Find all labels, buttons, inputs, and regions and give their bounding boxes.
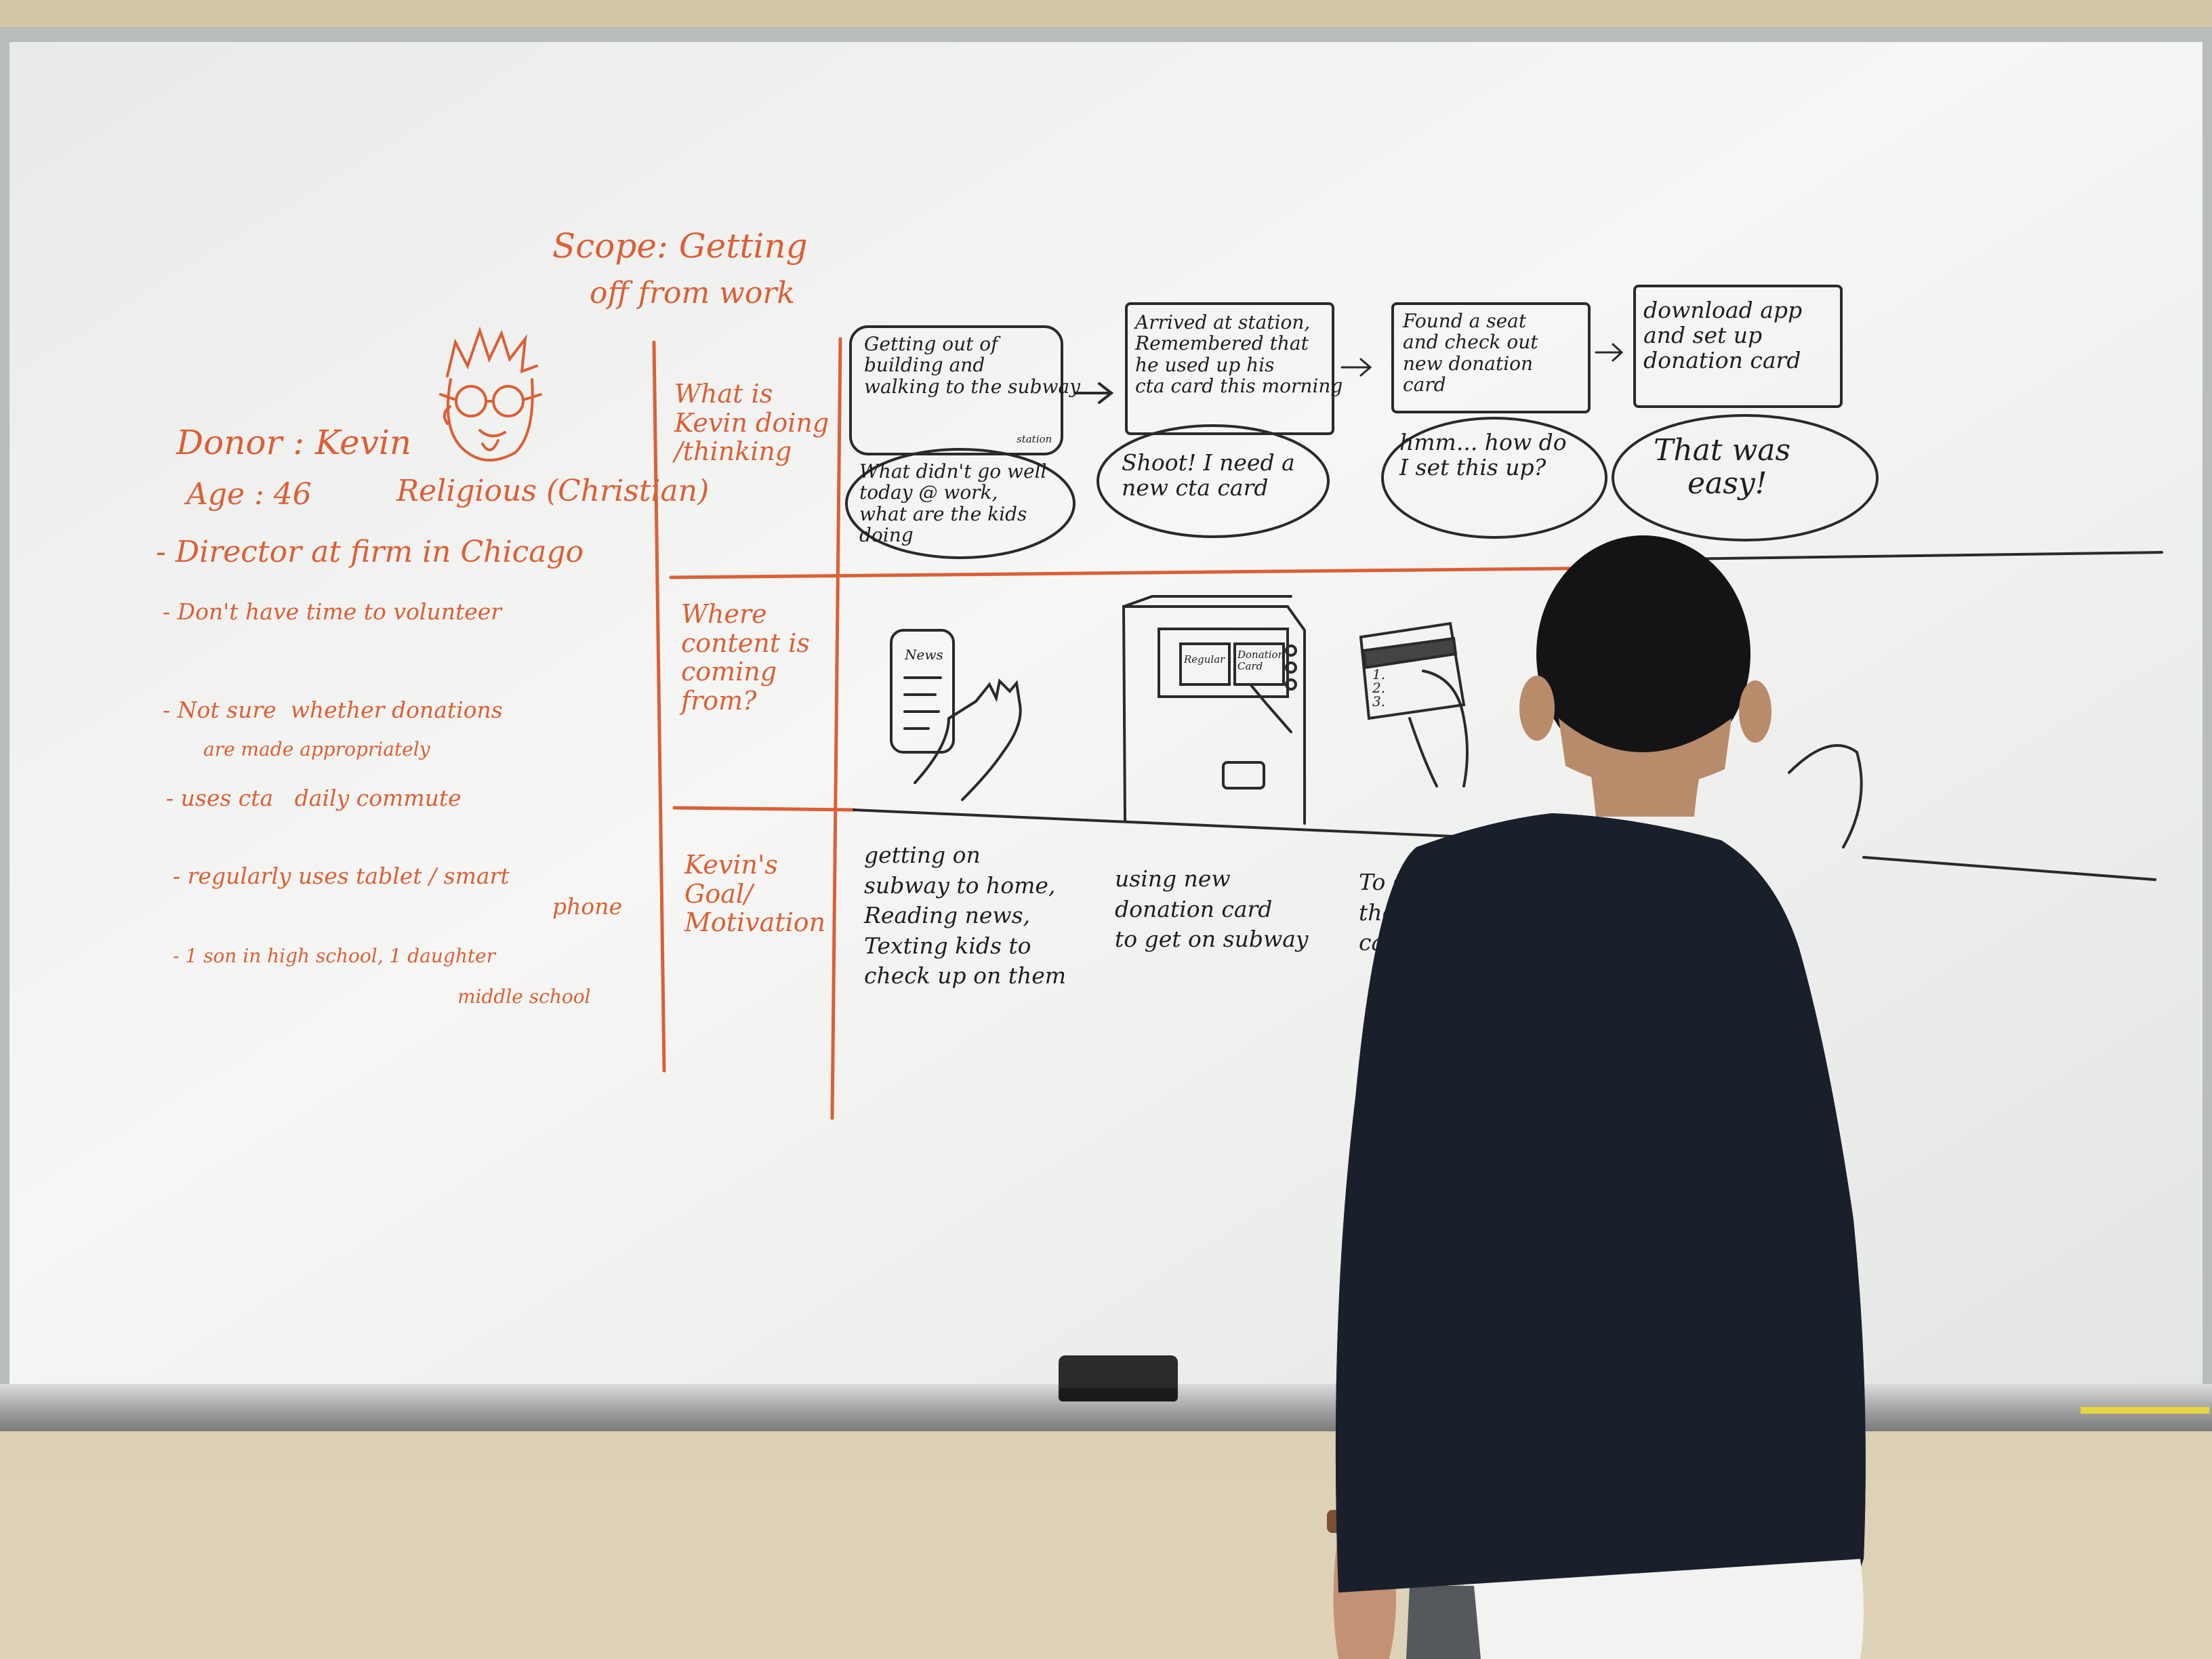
machine-button-donation: Donation Card — [1237, 649, 1285, 672]
step-box-3 — [1391, 302, 1591, 413]
persona-trait: - Not sure whether donations — [163, 697, 503, 723]
thought-bubble-2 — [1097, 424, 1330, 538]
tablet-sketch-icon — [890, 629, 955, 754]
step-box-2 — [1125, 302, 1334, 435]
hand-sketch-icon — [914, 678, 1022, 801]
persona-religion: Religious (Christian) — [396, 474, 710, 508]
step-1-box-text-cont: station — [1017, 433, 1052, 445]
persona-trait: - Don't have time to volunteer — [163, 598, 502, 625]
persona-trait: - uses cta daily commute — [166, 785, 462, 811]
kevin-face-sketch — [439, 326, 542, 462]
thought-bubble-3 — [1381, 417, 1607, 539]
thought-bubble-1 — [845, 448, 1076, 559]
machine-button-regular: Regular — [1184, 653, 1225, 665]
ticket-machine-sketch-icon — [1122, 595, 1306, 825]
persona-name: Donor : Kevin — [176, 423, 412, 462]
persona-age: Age : 46 — [186, 477, 312, 512]
persona-trait: - 1 son in high school, 1 daughter — [173, 945, 496, 967]
eraser-icon — [1059, 1355, 1178, 1401]
persona-trait-cont: phone — [552, 893, 623, 920]
step-box-4 — [1633, 285, 1843, 408]
persona-trait: - regularly uses tablet / smart — [173, 863, 510, 889]
persona-trait-cont: middle school — [457, 985, 591, 1008]
scope-line-2: off from work — [590, 276, 796, 310]
persona-trait-cont: are made appropriately — [203, 738, 430, 760]
scope-line-1: Scope: Getting — [552, 226, 808, 266]
tablet-news-label: News — [905, 647, 943, 663]
step-box-1 — [849, 325, 1063, 455]
thought-bubble-4 — [1612, 414, 1879, 541]
donation-card-sketch-icon — [1359, 621, 1469, 787]
card-list: 1.2.3. — [1372, 666, 1386, 710]
persona-trait: - Director at firm in Chicago — [156, 535, 584, 569]
